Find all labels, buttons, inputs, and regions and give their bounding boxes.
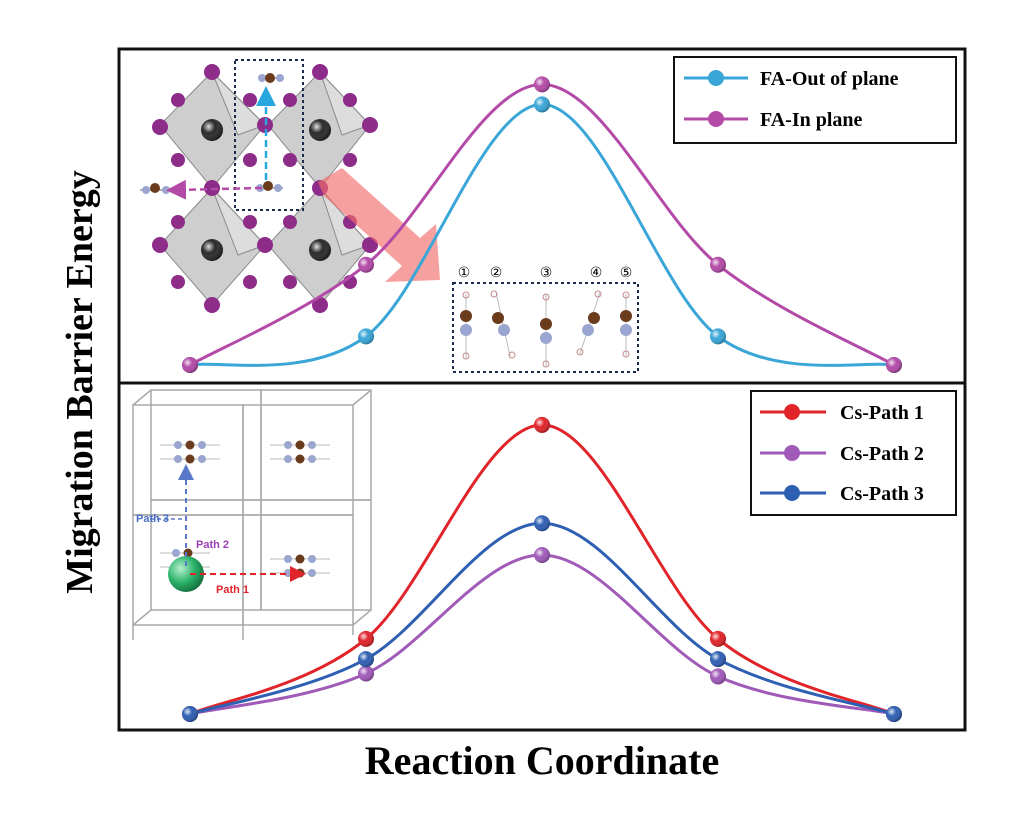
data-point-shine-cs-path-3-1	[358, 651, 374, 668]
fa-molecule-top	[258, 73, 284, 83]
step-label-1: ①	[458, 265, 471, 281]
legend-marker-cs2	[784, 445, 800, 461]
legend-label-fa-in: FA-In plane	[760, 109, 863, 131]
lead-atoms	[201, 119, 331, 261]
cs-atom	[168, 556, 204, 592]
legend-marker-fa-out	[708, 70, 724, 86]
cs-path-illustration: Path 1 Path 2 Path 3	[132, 389, 372, 640]
data-point-shine-cs-path-2-3	[710, 668, 726, 685]
fa-geometry-5	[620, 291, 632, 358]
fa-geometry-3	[540, 293, 552, 368]
legend-marker-fa-in	[708, 111, 724, 127]
bottom-legend: Cs-Path 1 Cs-Path 2 Cs-Path 3	[750, 390, 957, 516]
step-label-4: ④	[590, 265, 603, 281]
data-point-shine-fa-out-of-plane-2	[534, 96, 550, 113]
data-point-shine-fa-in-plane-1	[358, 256, 374, 273]
data-point-shine-cs-path-1-3	[710, 630, 726, 647]
legend-label-cs3: Cs-Path 3	[840, 483, 924, 505]
intermediate-states-inset: ① ② ③ ④ ⑤	[452, 265, 639, 373]
bottom-panel: Path 1 Path 2 Path 3 Cs-Path 1 Cs-Path 2…	[117, 381, 967, 732]
data-point-shine-cs-path-3-0	[182, 706, 198, 722]
data-point-shine-cs-path-3-4	[886, 706, 902, 722]
data-point-shine-cs-path-1-1	[358, 630, 374, 647]
data-point-shine-cs-path-3-2	[534, 515, 550, 532]
fa-cage-box	[234, 59, 304, 211]
data-point-shine-fa-in-plane-0	[182, 357, 198, 373]
data-point-shine-fa-out-of-plane-1	[358, 328, 374, 345]
x-axis-label: Reaction Coordinate	[365, 738, 719, 783]
path1-label: Path 1	[216, 584, 249, 596]
data-point-shine-cs-path-2-2	[534, 547, 550, 563]
step-label-2: ②	[490, 265, 503, 281]
legend-label-cs1: Cs-Path 1	[840, 402, 924, 424]
path3-label: Path 3	[136, 513, 169, 525]
data-point-shine-fa-in-plane-4	[886, 357, 902, 373]
zoom-pointer-arrow	[318, 168, 440, 282]
in-plane-arrow	[166, 179, 263, 200]
data-point-shine-fa-in-plane-3	[710, 256, 726, 273]
unit-cells	[132, 389, 372, 640]
perovskite-structure-illustration	[140, 59, 440, 313]
legend-label-fa-out: FA-Out of plane	[760, 68, 899, 90]
top-legend: FA-Out of plane FA-In plane	[673, 56, 957, 144]
fa-geometry-4	[576, 290, 602, 356]
legend-marker-cs1	[784, 404, 800, 420]
step-label-5: ⑤	[620, 265, 633, 281]
fa-geometry-1	[460, 291, 472, 360]
top-panel: ① ② ③ ④ ⑤	[117, 47, 967, 385]
data-point-shine-fa-in-plane-2	[534, 76, 550, 93]
intermediate-states-box	[452, 282, 639, 373]
data-point-shine-cs-path-3-3	[710, 651, 726, 668]
step-label-3: ③	[540, 265, 553, 281]
bottom-curves	[182, 416, 902, 722]
top-curves	[182, 76, 902, 373]
legend-label-cs2: Cs-Path 2	[840, 443, 924, 465]
top-legend-box	[673, 56, 957, 144]
data-point-shine-cs-path-1-2	[534, 416, 550, 433]
data-point-shine-fa-out-of-plane-3	[710, 328, 726, 345]
path2-label: Path 2	[196, 539, 229, 551]
y-axis-label: Migration Barrier Energy	[59, 170, 101, 594]
legend-marker-cs3	[784, 485, 800, 501]
fa-geometry-2	[490, 290, 516, 359]
data-point-shine-cs-path-2-1	[358, 665, 374, 682]
